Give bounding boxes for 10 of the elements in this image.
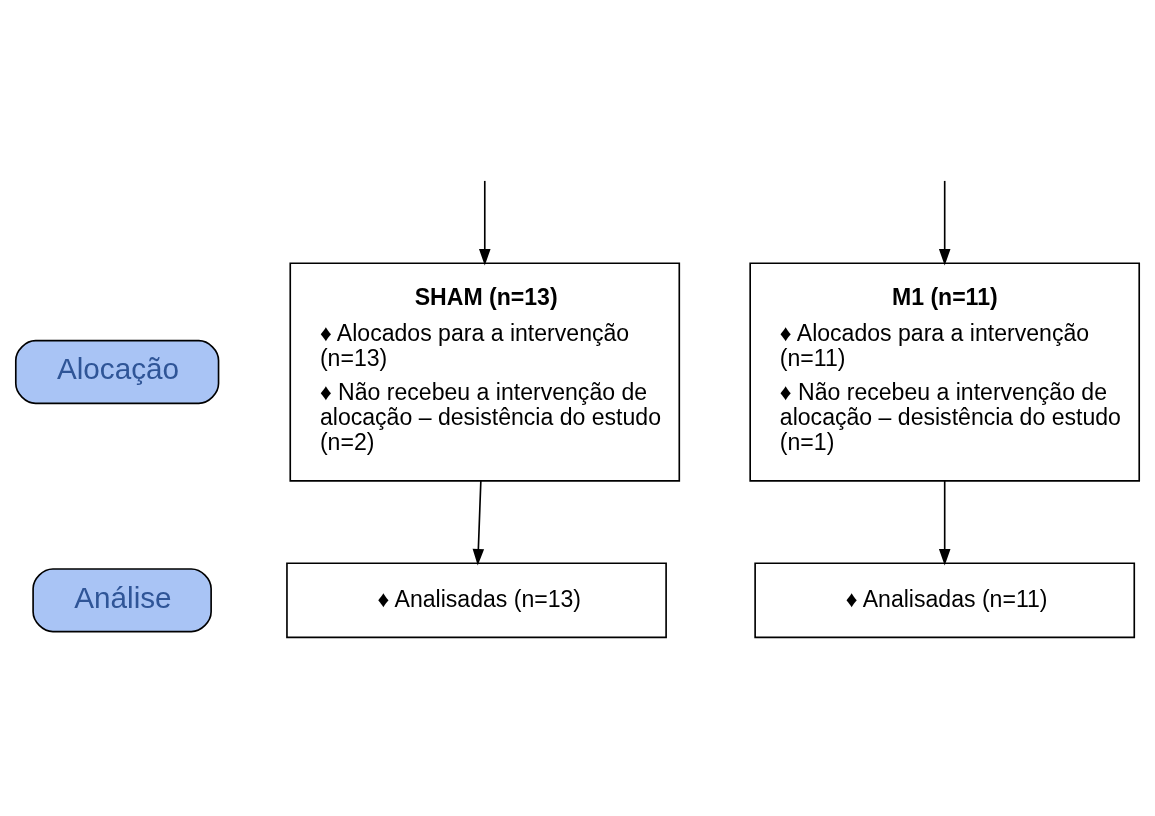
node-box: SHAM (n=13) ♦ Alocados para a intervenção (n=13) ♦ Não recebeu a intervenção de alocação – desistência do estudo (n=2) — [289, 261, 681, 482]
node-box: ♦ Analisadas (n=13) — [286, 561, 667, 638]
arrow — [479, 179, 491, 266]
node-box: M1 (n=11) ♦ Alocados para a intervenção (n=11) ♦ Não recebeu a intervenção de alocação – desistência do estudo (n=1) — [749, 261, 1141, 482]
node-box: Alocação — [14, 339, 220, 404]
arrow — [472, 479, 485, 566]
node-box: ♦ Analisadas (n=11) — [754, 561, 1136, 638]
node-box: Análise — [32, 567, 212, 632]
arrow — [938, 479, 951, 566]
arrow — [938, 179, 951, 266]
